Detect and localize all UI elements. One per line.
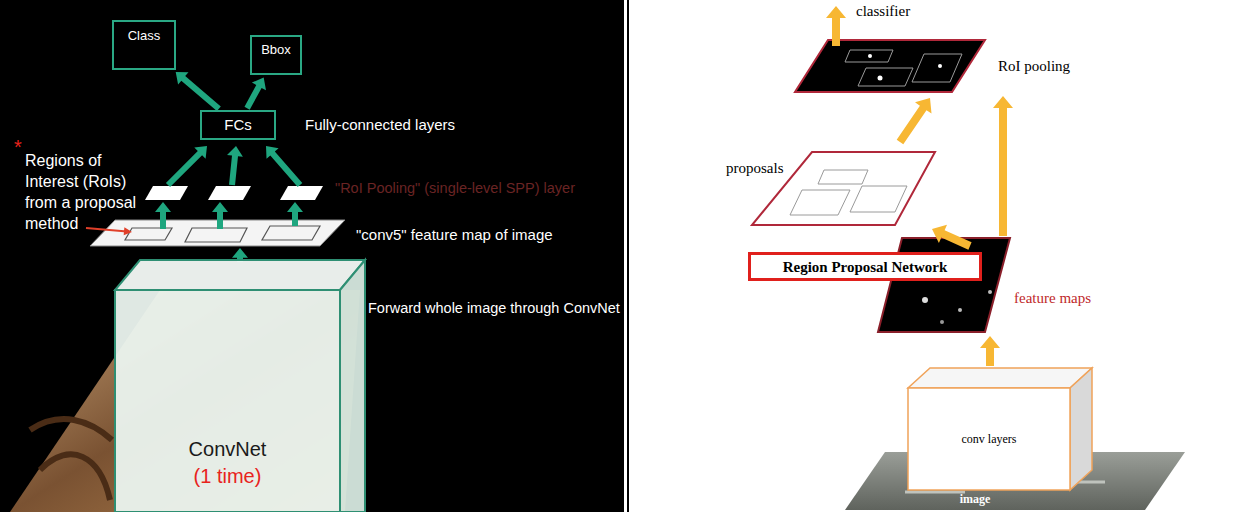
layer-label: "RoI Pooling" (single-level SPP) layer <box>335 180 575 196</box>
block-top-face <box>908 368 1092 388</box>
flow-arrow <box>166 146 207 187</box>
edge-arrow <box>245 78 267 110</box>
node-text-area: ConvNet(1 time) <box>115 436 340 490</box>
stage-label: proposals <box>726 160 784 177</box>
block-front-face <box>908 388 1070 490</box>
flow-arrow <box>266 146 302 187</box>
proposal-box <box>850 186 907 212</box>
pooled-region <box>845 50 893 62</box>
node-text: Bbox <box>261 42 291 58</box>
block-front-face <box>115 290 340 512</box>
feature-dot <box>958 308 962 312</box>
pooled-feature <box>145 186 188 200</box>
image-plane-shape <box>845 452 1185 510</box>
arrow-shape <box>176 72 221 111</box>
pooled-feature <box>208 186 251 200</box>
roi-pooling-plane <box>795 40 985 92</box>
stage-label: RoI pooling <box>998 58 1070 75</box>
node-text: (1 time) <box>115 463 340 490</box>
horse-detail <box>30 419 112 500</box>
convnet-block: ConvNet(1 time) <box>115 260 365 512</box>
flow-arrow <box>227 146 243 185</box>
footnote-mark: * <box>14 136 22 159</box>
flow-arrow <box>86 227 132 235</box>
output-box: Bbox <box>250 35 302 75</box>
panel-divider <box>627 0 629 512</box>
block-top-face <box>115 260 365 290</box>
feature-dot <box>988 290 992 294</box>
callout-text: Regions of Interest (RoIs) from a propos… <box>25 150 145 234</box>
pooled-region <box>912 54 962 82</box>
feature-dot <box>938 64 942 68</box>
node-outline <box>908 368 1092 490</box>
stage-label: classifier <box>856 3 910 20</box>
network-box: Region Proposal Network <box>748 252 982 281</box>
pooled-region <box>858 68 913 86</box>
proposal-box <box>818 170 868 184</box>
flow-arrow <box>287 202 303 226</box>
node-text-area: conv layers <box>908 388 1070 490</box>
layer-label: Fully-connected layers <box>305 116 455 133</box>
node-text: ConvNet <box>115 436 340 463</box>
flow-arrow <box>212 202 228 229</box>
roi-box <box>185 228 247 242</box>
roi-box <box>125 228 172 240</box>
flow-arrow <box>993 96 1013 236</box>
image-detail <box>905 482 1105 492</box>
output-box: Class <box>112 20 176 70</box>
node-text: Region Proposal Network <box>783 258 948 276</box>
input-image-plane <box>10 290 360 512</box>
arrow-shape <box>245 78 267 110</box>
block-side-face <box>340 260 365 512</box>
node-text: Class <box>128 28 161 44</box>
proposal-box <box>790 190 850 215</box>
flow-arrow <box>932 225 972 250</box>
roi-box <box>262 226 320 240</box>
edge-arrow <box>176 72 221 111</box>
feature-dot <box>878 76 883 81</box>
block-side-face <box>1070 368 1092 490</box>
feature-dot <box>868 54 872 58</box>
left-panel <box>0 0 624 512</box>
layer-label: Forward whole image through ConvNet <box>368 300 620 316</box>
layer-box: FCs <box>200 110 276 140</box>
flow-arrow <box>826 6 846 46</box>
flow-arrow <box>980 336 1000 366</box>
stage-label: feature maps <box>1014 290 1091 307</box>
pooled-feature <box>280 186 323 200</box>
layer-label: "conv5" feature map of image <box>356 226 553 243</box>
node-text-area: image <box>845 492 1105 507</box>
feature-dot <box>940 320 944 324</box>
node-text: FCs <box>224 116 252 134</box>
flow-arrow <box>897 98 932 144</box>
node-text: image <box>845 492 1105 507</box>
flow-arrow <box>155 202 171 229</box>
conv-block: conv layers <box>908 368 1092 490</box>
feature-dot <box>922 297 928 303</box>
node-text: conv layers <box>962 432 1017 447</box>
